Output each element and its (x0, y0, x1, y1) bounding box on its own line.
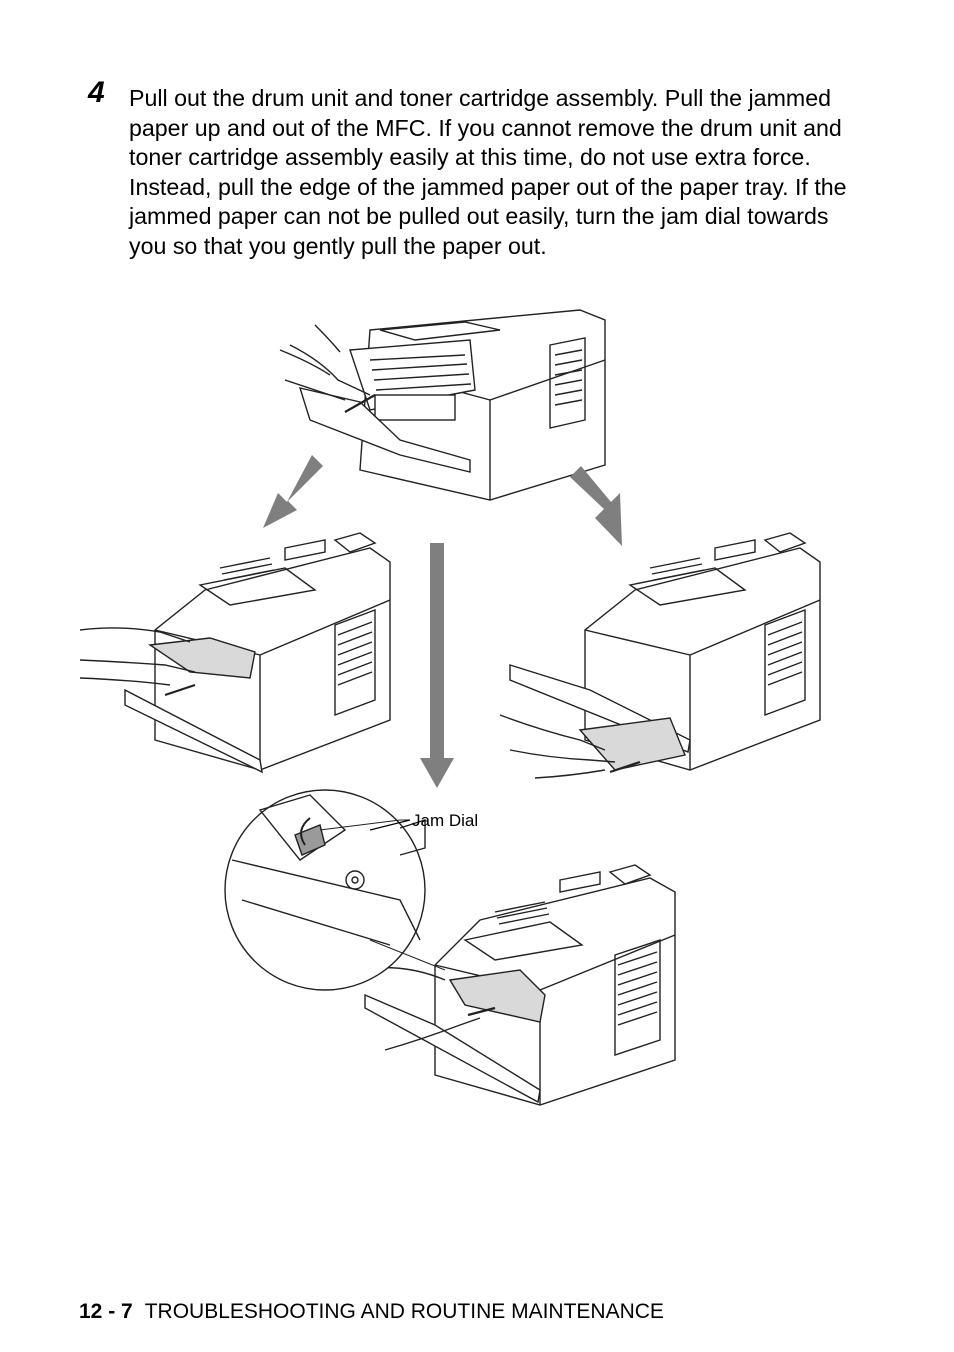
footer-page-number: 12 - 7 (79, 1300, 133, 1323)
arrow-down-left (263, 455, 323, 528)
printer-drum-removal-image (279, 309, 606, 501)
printer-tray-paper-image (499, 532, 821, 779)
printer-jam-dial-image (224, 789, 676, 1106)
step-instruction: Pull out the drum unit and toner cartrid… (129, 85, 847, 259)
flow-arrows (263, 455, 622, 788)
page-footer: 12 - 7 TROUBLESHOOTING AND ROUTINE MAINTE… (79, 1300, 664, 1324)
arrow-down (420, 543, 454, 788)
printer-front-paper-image (79, 532, 391, 774)
footer-section-title: TROUBLESHOOTING AND ROUTINE MAINTENANCE (144, 1300, 664, 1323)
jam-removal-illustration: Jam Dial (79, 309, 821, 1106)
arrow-down-right (570, 466, 622, 546)
jam-dial-callout: Jam Dial (412, 811, 478, 830)
step-number: 4 (88, 76, 105, 109)
